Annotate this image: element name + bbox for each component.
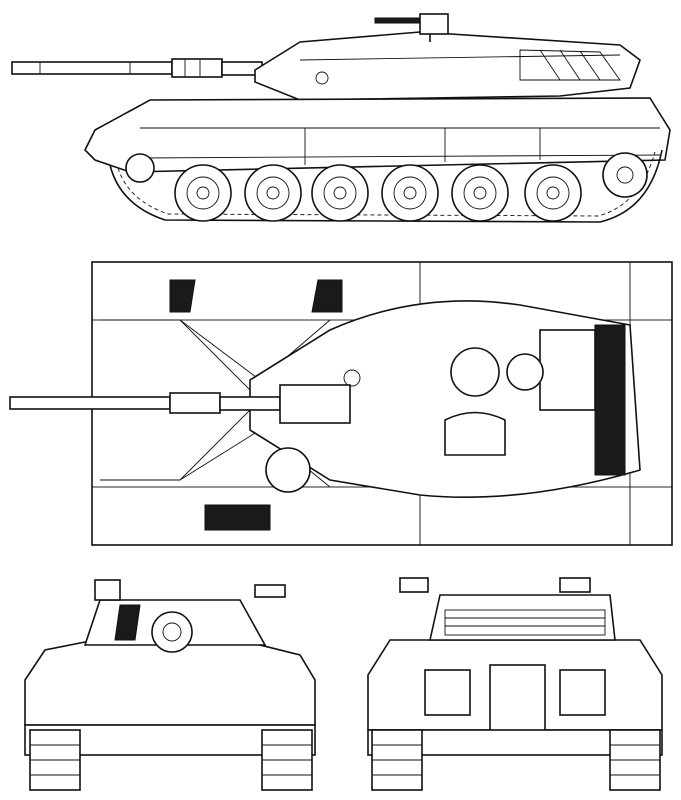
top-gun-barrel — [9, 384, 351, 424]
side-view — [11, 13, 671, 223]
rear-view — [367, 577, 663, 791]
side-turret — [254, 31, 641, 101]
side-track — [109, 149, 663, 223]
side-machine-gun — [374, 13, 449, 42]
top-view — [9, 261, 673, 546]
rear-tracks — [371, 729, 661, 791]
front-tracks — [29, 729, 313, 791]
side-hull — [84, 97, 671, 173]
top-turret — [249, 300, 641, 498]
front-view — [24, 579, 316, 791]
side-road-wheels — [174, 164, 582, 222]
side-gun-barrel — [11, 58, 263, 78]
